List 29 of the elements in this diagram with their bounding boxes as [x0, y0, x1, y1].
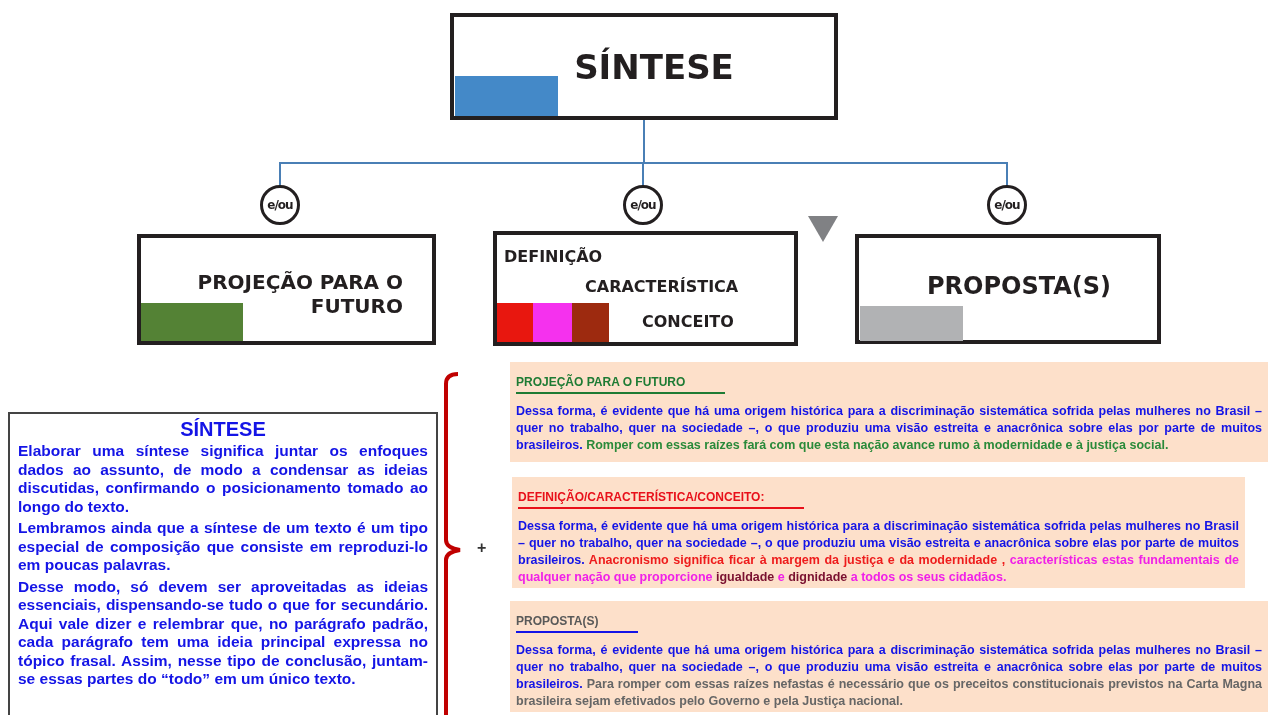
- paragraph: Dessa forma, é evidente que há uma origem histórica para a discriminação sistemática sofrida pelas mulheres no Brasil – quer no trabalho, quer na sociedade –, o que produziu uma visão estreita e anacrônica sobre elas por parte de muitos brasileiros. Romper com essas raízes fará com que esta nação avance rumo à modernidade e à justiça social.: [516, 403, 1262, 454]
- plus-sign: +: [477, 539, 487, 557]
- paragraph: Lembramos ainda que a síntese de um texto é um tipo especial de composição que consiste em reproduzi-lo em poucas palavras.: [18, 519, 428, 575]
- title-box: [450, 13, 838, 120]
- box-title: PROJEÇÃO PARA O FUTURO: [196, 270, 403, 318]
- text-box: [8, 412, 438, 715]
- connector-circle: e/ou: [623, 185, 663, 225]
- heading: PROPOSTA(S): [516, 614, 639, 633]
- box-title: DEFINIÇÃO: [504, 247, 604, 267]
- triangle-marker: [808, 216, 838, 242]
- paragraph: Dessa forma, é evidente que há uma origem histórica para a discriminação sistemática sofrida pelas mulheres no Brasil – quer no trabalho, quer na sociedade –, o que produziu uma visão estreita e anacrônica sobre elas por parte de muitos brasileiros. Para romper com essas raízes nefastas é necessário que os preceitos constitucionais previstos na Carta Magna brasileira sejam efetivados pelo Governo e pela Justiça nacional.: [516, 642, 1262, 710]
- text-panel: [510, 601, 1268, 712]
- text-panel: [510, 362, 1268, 462]
- box-title: PROPOSTA(S): [925, 272, 1113, 301]
- box-title: SÍNTESE: [573, 47, 735, 88]
- title-box: [493, 231, 798, 346]
- title-box: [855, 234, 1161, 344]
- connector-circle: e/ou: [260, 185, 300, 225]
- paragraph: Elaborar uma síntese significa juntar os enfoques dados ao assunto, de modo a condensar as ideias discutidas, confirmando o posicionamento tomado ao longo do texto.: [18, 442, 428, 516]
- paragraph: Desse modo, só devem ser aproveitadas as ideias essenciais, dispensando-se tudo o que for secundário. Aqui vale dizer e relembrar que, no parágrafo padrão, cada parágrafo tem uma ideia principal expressa no tópico frasal. Assim, nesse tipo de conclusão, juntam-se essas partes do “todo” em um único texto.: [18, 577, 428, 689]
- box-title: CARACTERÍSTICA: [585, 277, 740, 297]
- title-box: [137, 234, 436, 345]
- text-panel: [512, 477, 1245, 588]
- heading: DEFINIÇÃO/CARACTERÍSTICA/CONCEITO:: [518, 490, 805, 509]
- box-title: CONCEITO: [642, 312, 735, 332]
- connector-circle: e/ou: [987, 185, 1027, 225]
- paragraph: Dessa forma, é evidente que há uma origem histórica para a discriminação sistemática sofrida pelas mulheres no Brasil – quer no trabalho, quer na sociedade –, o que produziu uma visão estreita e anacrônica sobre elas por parte de muitos brasileiros. Anacronismo significa ficar à margem da justiça e da modernidade , características estas fundamentais de qualquer nação que proporcione igualdade e dignidade a todos os seus cidadãos.: [518, 518, 1239, 586]
- heading: PROJEÇÃO PARA O FUTURO: [516, 375, 726, 394]
- heading: SÍNTESE: [179, 418, 267, 441]
